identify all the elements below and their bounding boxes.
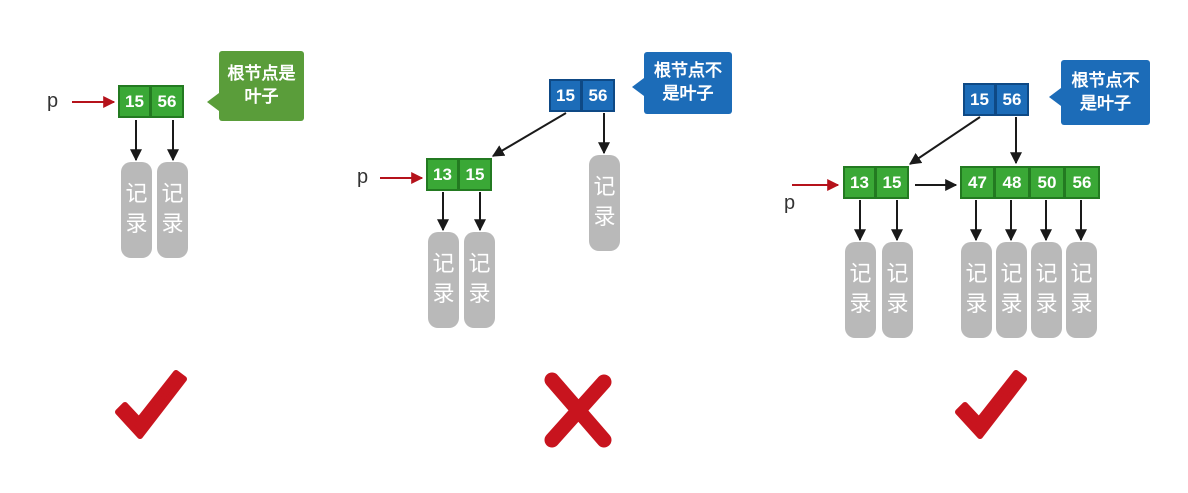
record-char: 录	[432, 282, 455, 307]
key-cell: 15	[876, 166, 909, 199]
pointer-label: p	[47, 90, 59, 112]
child-arrow	[909, 116, 981, 165]
callout-line: 叶子	[244, 87, 279, 107]
leaf-node-right: 47 48 50 56	[960, 166, 1100, 199]
check-mark-icon	[955, 370, 1027, 439]
record-char: 记	[432, 252, 455, 277]
record-char: 记	[1035, 262, 1058, 287]
root-internal-node: 15 56	[963, 83, 1029, 116]
leaf-node-left: 13 15	[843, 166, 909, 199]
root-leaf-node: 15 56	[118, 85, 184, 118]
record-block: 记录	[845, 242, 876, 338]
key-cell: 50	[1030, 166, 1065, 199]
record-char: 记	[886, 262, 909, 287]
record-char: 录	[125, 212, 148, 237]
record-char: 记	[1000, 262, 1023, 287]
callout-root-is-leaf: 根节点是叶子	[207, 51, 304, 121]
key-cell: 15	[963, 83, 996, 116]
child-arrow	[491, 112, 567, 157]
key-cell: 13	[426, 158, 459, 191]
record-char: 录	[849, 292, 872, 317]
record-block: 记录	[428, 232, 459, 328]
record-block: 记录	[589, 155, 620, 251]
record-char: 记	[965, 262, 988, 287]
leaf-node: 13 15	[426, 158, 492, 191]
key-cell: 48	[995, 166, 1030, 199]
key-cell: 56	[996, 83, 1029, 116]
record-char: 录	[1000, 292, 1023, 317]
callout-line: 根节点不	[654, 61, 722, 81]
record-char: 记	[849, 262, 872, 287]
record-block: 记录	[157, 162, 188, 258]
key-cell: 13	[843, 166, 876, 199]
record-block: 记录	[1031, 242, 1062, 338]
key-cell: 47	[960, 166, 995, 199]
key-cell: 15	[459, 158, 492, 191]
record-block: 记录	[961, 242, 992, 338]
record-char: 记	[161, 182, 184, 207]
root-internal-node: 15 56	[549, 79, 615, 112]
record-block: 记录	[996, 242, 1027, 338]
callout-line: 是叶子	[662, 84, 714, 104]
record-block: 记录	[464, 232, 495, 328]
record-char: 录	[965, 292, 988, 317]
record-char: 记	[125, 182, 148, 207]
callout-line: 根节点不	[1071, 70, 1140, 91]
callout-line: 根节点是	[227, 64, 296, 84]
key-cell: 56	[1065, 166, 1100, 199]
key-cell: 56	[582, 79, 615, 112]
record-char: 录	[468, 282, 491, 307]
key-cell: 56	[151, 85, 184, 118]
callout-root-not-leaf: 根节点不是叶子	[632, 52, 732, 114]
callout-line: 是叶子	[1080, 93, 1131, 114]
record-char: 录	[1035, 292, 1058, 317]
record-char: 记	[468, 252, 491, 277]
record-char: 记	[1070, 262, 1093, 287]
record-char: 录	[593, 205, 616, 230]
record-char: 录	[886, 292, 909, 317]
record-char: 录	[1070, 292, 1093, 317]
key-cell: 15	[549, 79, 582, 112]
record-char: 记	[593, 175, 616, 200]
callout-root-not-leaf: 根节点不是叶子	[1049, 60, 1150, 125]
check-mark-icon	[115, 370, 187, 439]
pointer-label: p	[357, 166, 369, 188]
record-block: 记录	[882, 242, 913, 338]
record-block: 记录	[121, 162, 152, 258]
pointer-label: p	[784, 192, 796, 214]
cross-mark-icon	[544, 372, 612, 448]
key-cell: 15	[118, 85, 151, 118]
record-block: 记录	[1066, 242, 1097, 338]
record-char: 录	[161, 212, 184, 237]
